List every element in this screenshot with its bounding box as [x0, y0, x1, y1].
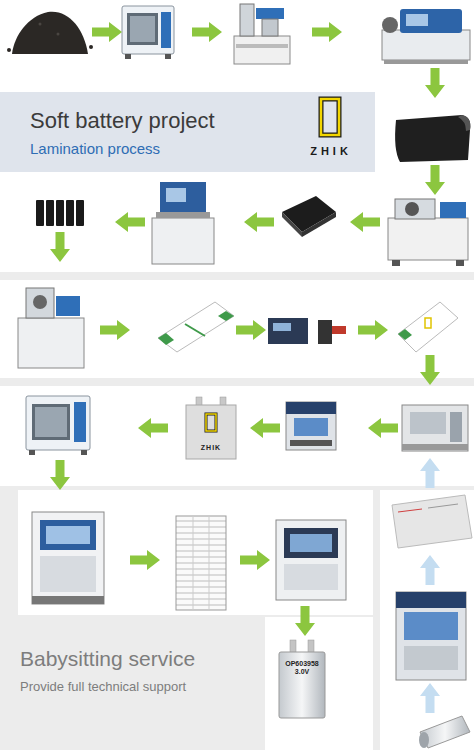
aluminium-foil-roll [419, 716, 470, 748]
degassing-machine [276, 520, 346, 600]
injection-machine [32, 512, 104, 604]
stacking-machine [152, 182, 214, 264]
battery-shape [279, 640, 325, 718]
electrode-pad [282, 196, 336, 237]
pouch-cell-shape [186, 397, 236, 459]
coating-machine [382, 9, 470, 64]
service-note: Provide full technical support [20, 679, 186, 695]
packaging-machine [402, 405, 468, 451]
tab-welder [18, 288, 84, 368]
vacuum-oven [122, 6, 174, 59]
process-subtitle: Lamination process [30, 140, 160, 158]
electrode-sheet [395, 115, 470, 162]
title-band-ground [0, 92, 375, 172]
service-heading: Babysitting service [20, 646, 195, 671]
slitting-machine [388, 199, 468, 266]
cell-stacks [36, 200, 84, 226]
forming-machine [396, 592, 466, 680]
logo-cell [398, 302, 458, 352]
formation-rack [176, 516, 226, 610]
ultrasonic-welder [268, 318, 346, 344]
sealing-machine [286, 402, 336, 450]
pouch-film [392, 495, 472, 548]
drying-oven [26, 396, 90, 455]
battery-cell: OP603958 3.0V [279, 652, 325, 718]
cell-logo-text: ZHIK [201, 444, 221, 452]
taped-cell [158, 302, 234, 352]
title-band: Soft battery projectLamination process [0, 92, 375, 172]
vacuum-mixer [234, 4, 290, 64]
project-title: Soft battery project [30, 108, 215, 134]
zhik-logo [321, 99, 339, 135]
battery-model-text: OP603958 3.0V [281, 660, 323, 677]
powder-pile [7, 12, 93, 54]
logo-text: ZHIK [305, 145, 357, 158]
pouch-cell: ZHIK [186, 405, 236, 459]
